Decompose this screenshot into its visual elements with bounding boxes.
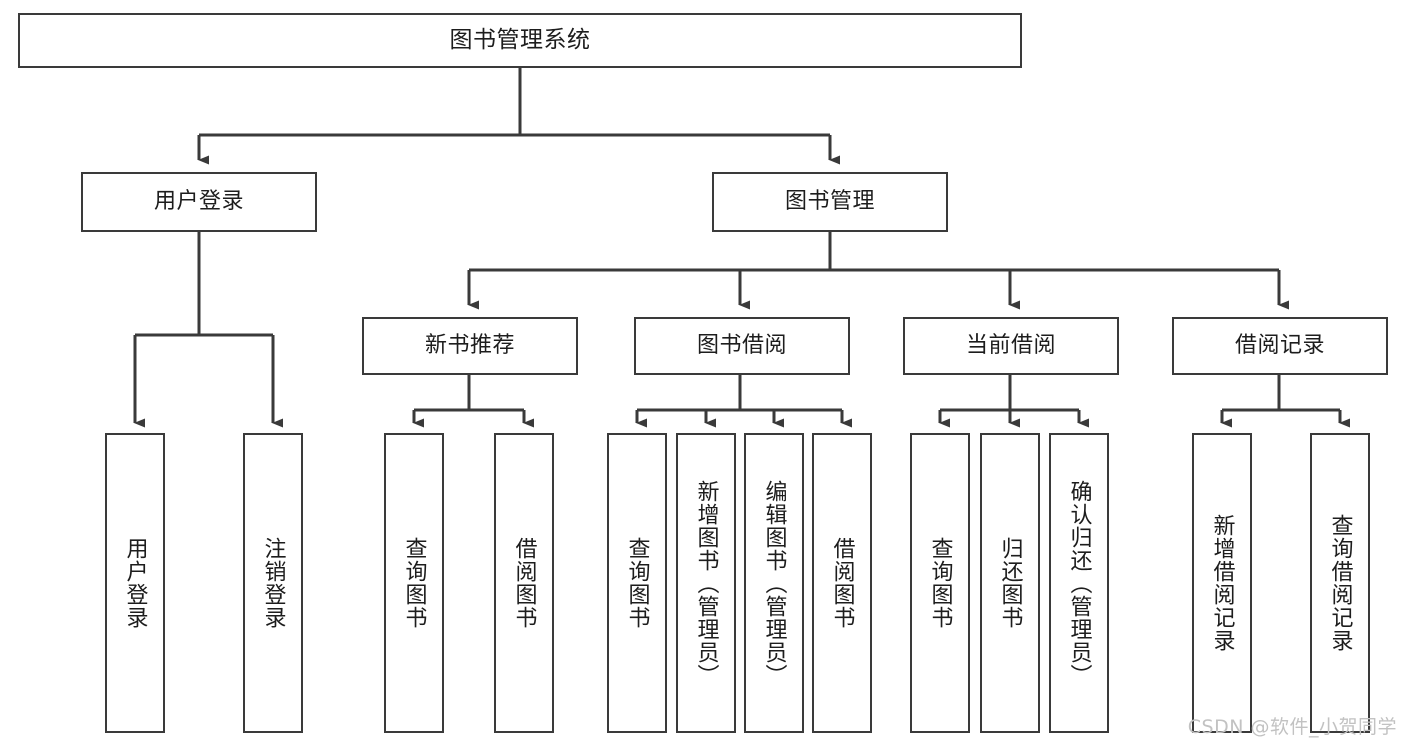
- node-label: 查询借阅记录: [1327, 514, 1353, 652]
- leaf-borrow-add-book-admin[interactable]: 新增图书（管理员）: [676, 433, 736, 733]
- leaf-user-login-login[interactable]: 用户登录: [105, 433, 165, 733]
- node-label: 新书推荐: [424, 333, 515, 359]
- node-label: 借阅记录: [1234, 333, 1325, 359]
- node-current-borrowing[interactable]: 当前借阅: [903, 317, 1119, 375]
- node-label: 查询图书: [927, 537, 953, 629]
- node-borrowing-records[interactable]: 借阅记录: [1172, 317, 1388, 375]
- leaf-current-return-book[interactable]: 归还图书: [980, 433, 1040, 733]
- leaf-borrow-borrow-book[interactable]: 借阅图书: [812, 433, 872, 733]
- node-label: 注销登录: [260, 537, 286, 629]
- leaf-record-add-record[interactable]: 新增借阅记录: [1192, 433, 1252, 733]
- node-label: 新增图书（管理员）: [693, 479, 719, 687]
- node-label: 归还图书: [997, 537, 1023, 629]
- node-root-book-management-system[interactable]: 图书管理系统: [18, 13, 1022, 68]
- node-label: 新增借阅记录: [1209, 514, 1235, 652]
- leaf-borrow-query-book[interactable]: 查询图书: [607, 433, 667, 733]
- node-label: 查询图书: [624, 537, 650, 629]
- node-label: 用户登录: [153, 189, 244, 215]
- leaf-new-book-borrow[interactable]: 借阅图书: [494, 433, 554, 733]
- leaf-new-book-query[interactable]: 查询图书: [384, 433, 444, 733]
- leaf-record-query-record[interactable]: 查询借阅记录: [1310, 433, 1370, 733]
- node-book-borrowing[interactable]: 图书借阅: [634, 317, 850, 375]
- node-label: 图书管理: [784, 189, 875, 215]
- leaf-current-query-book[interactable]: 查询图书: [910, 433, 970, 733]
- node-label: 编辑图书（管理员）: [761, 479, 787, 687]
- node-book-management[interactable]: 图书管理: [712, 172, 948, 232]
- csdn-watermark: CSDN @软件_小贺同学: [1187, 716, 1397, 738]
- node-label: 借阅图书: [511, 537, 537, 629]
- node-label: 用户登录: [122, 537, 148, 629]
- node-new-book-recommendation[interactable]: 新书推荐: [362, 317, 578, 375]
- node-label: 确认归还（管理员）: [1066, 479, 1092, 687]
- node-label: 当前借阅: [965, 333, 1056, 359]
- node-user-login[interactable]: 用户登录: [81, 172, 317, 232]
- node-label: 图书借阅: [696, 333, 787, 359]
- node-label: 借阅图书: [829, 537, 855, 629]
- leaf-user-login-logout[interactable]: 注销登录: [243, 433, 303, 733]
- node-label: 查询图书: [401, 537, 427, 629]
- leaf-borrow-edit-book-admin[interactable]: 编辑图书（管理员）: [744, 433, 804, 733]
- node-label: 图书管理系统: [449, 26, 591, 53]
- leaf-current-confirm-return-admin[interactable]: 确认归还（管理员）: [1049, 433, 1109, 733]
